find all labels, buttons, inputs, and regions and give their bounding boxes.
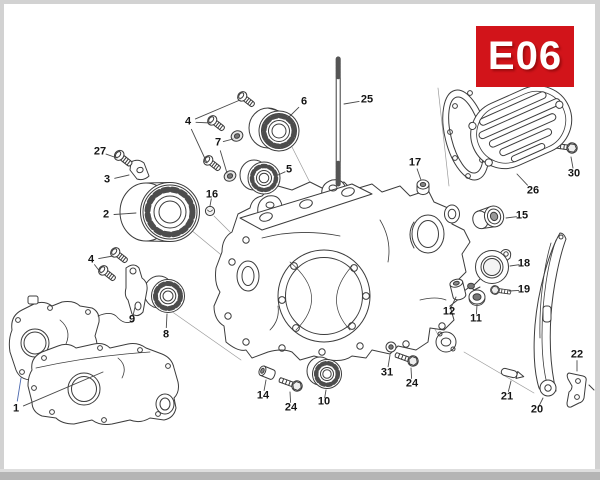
bracket-22 [566, 372, 595, 408]
bushing-12 [449, 278, 467, 301]
page-border-left [0, 0, 4, 480]
bolt-19 [489, 284, 512, 298]
page-border-top [0, 0, 600, 4]
page-code-text: E06 [487, 34, 563, 78]
bracket-9 [124, 264, 148, 317]
bushing-11 [468, 289, 486, 306]
bolt-24-right [393, 349, 421, 369]
bearing-8 [143, 275, 185, 313]
bracket-3 [129, 159, 150, 181]
callout-leader-lines [16, 99, 578, 407]
page-code-badge: E06 [476, 26, 574, 87]
bushing-15 [472, 205, 505, 230]
plug-16 [204, 205, 216, 217]
bearing-5 [239, 159, 281, 195]
clutch-cover-26 [468, 85, 573, 170]
page-border-bottom [0, 472, 600, 480]
bearing-6 [248, 107, 300, 152]
bearing-2 [119, 182, 200, 242]
nut-17 [416, 179, 430, 196]
socket-bolt-14 [258, 365, 276, 380]
bolt-24-left [277, 374, 305, 394]
washer-31 [385, 341, 397, 353]
seal-flange-18 [462, 249, 512, 293]
crankcase-half-main [213, 179, 471, 361]
page-border-right [595, 0, 600, 480]
pin-21 [500, 367, 525, 379]
crankcase-assembly-1 [8, 295, 179, 425]
page-border-bottom-light [0, 469, 600, 472]
chain-guide-20 [533, 232, 567, 397]
bearing-10 [306, 356, 342, 389]
stud-25 [335, 56, 341, 187]
